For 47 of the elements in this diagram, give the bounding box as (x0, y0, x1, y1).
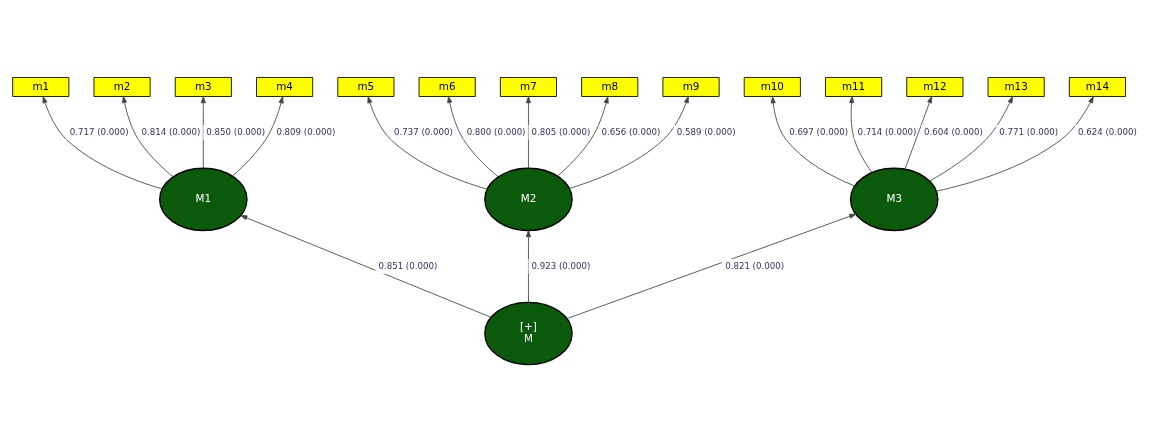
edge-label: 0.697 (0.000) (789, 126, 849, 137)
node-box: m9 (662, 76, 720, 97)
edge-label: 0.589 (0.000) (676, 126, 736, 137)
edge-label: 0.851 (0.000) (378, 260, 438, 271)
arrow (240, 214, 492, 318)
node-box: m6 (418, 76, 476, 97)
arrow (929, 95, 1013, 181)
arrow (904, 95, 933, 170)
edge-label: 0.850 (0.000) (206, 126, 266, 137)
edge-label: 0.737 (0.000) (393, 126, 453, 137)
edge-label: 0.809 (0.000) (276, 126, 336, 137)
arrow (42, 95, 163, 189)
node-box: m3 (174, 76, 232, 97)
edge-label: 0.771 (0.000) (999, 126, 1059, 137)
arrow (367, 95, 488, 190)
arrow (849, 95, 873, 173)
edge-label: 0.604 (0.000) (924, 126, 983, 137)
arrow (447, 95, 499, 177)
arrow (232, 95, 284, 176)
node-box: m5 (337, 76, 395, 97)
node-box: m8 (581, 76, 639, 97)
node-box: m10 (743, 76, 801, 97)
node-ellipse: M2 (484, 167, 573, 231)
edge-label: 0.805 (0.000) (531, 126, 591, 137)
arrow (566, 213, 857, 319)
node-box: m11 (825, 76, 883, 97)
edge-label: 0.814 (0.000) (141, 126, 201, 137)
edge-label: 0.717 (0.000) (69, 126, 129, 137)
node-ellipse: [+] M (484, 301, 573, 365)
edge-label: 0.656 (0.000) (601, 126, 661, 137)
node-box: m1 (12, 76, 70, 97)
node-box: m4 (256, 76, 314, 97)
node-box: m7 (499, 76, 557, 97)
edge-label: 0.714 (0.000) (857, 126, 917, 137)
node-box: m14 (1068, 76, 1126, 97)
edge-label: 0.923 (0.000) (531, 260, 591, 271)
arrow (122, 95, 174, 177)
arrow (936, 95, 1094, 192)
node-box: m12 (906, 76, 964, 97)
node-box: m13 (987, 76, 1045, 97)
edge-label: 0.800 (0.000) (466, 126, 526, 137)
node-box: m2 (93, 76, 151, 97)
edge-label: 0.624 (0.000) (1077, 126, 1137, 137)
arrow (770, 95, 856, 186)
arrow (569, 95, 689, 189)
arrow (557, 95, 609, 176)
edge-label: 0.821 (0.000) (725, 260, 785, 271)
